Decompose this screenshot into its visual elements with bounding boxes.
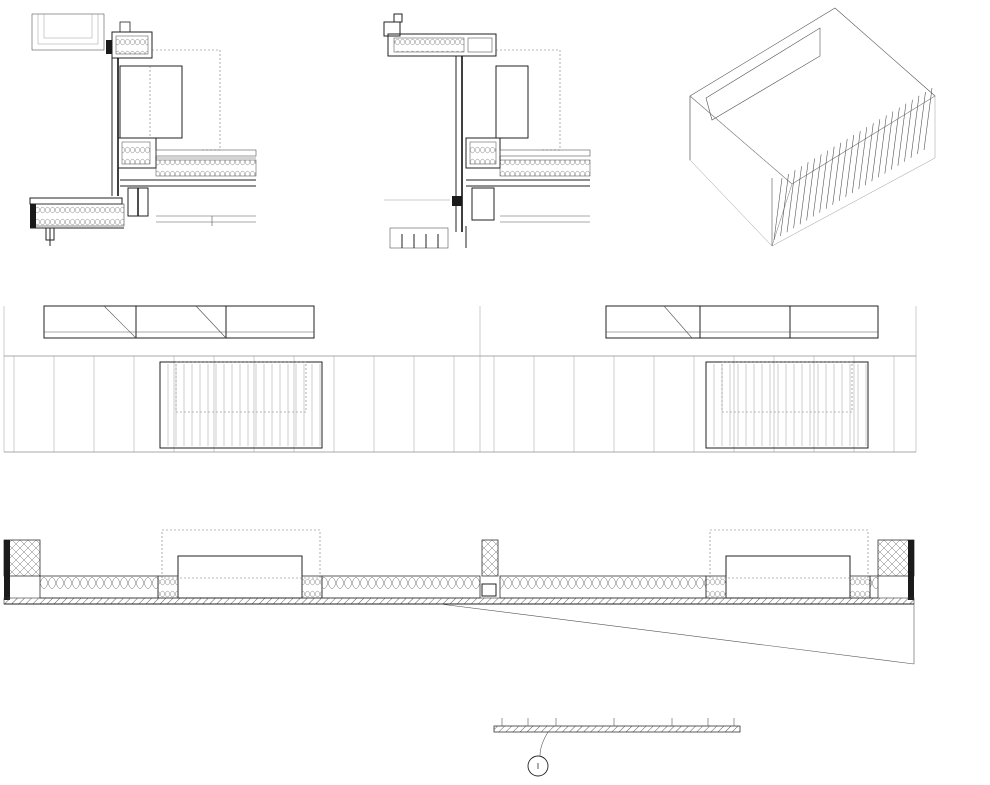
wall-panel-2: [321, 575, 481, 599]
axon-fin: [891, 107, 900, 170]
axon-fin: [923, 87, 933, 151]
facade-elevation: [3, 305, 917, 453]
axon-fin: [773, 177, 783, 241]
axon-fin: [786, 170, 796, 233]
window-box: [119, 65, 183, 139]
plan-section: [3, 529, 915, 665]
window-box-fins-left: [167, 364, 321, 446]
facade-cladding-lines: [3, 306, 917, 452]
section-detail-left: [29, 13, 257, 246]
cladding-profile-detail: I: [493, 718, 741, 777]
cladding-strip: [3, 597, 915, 605]
window-opening: [705, 27, 821, 121]
profile-fixings: [501, 718, 735, 726]
axon-fin: [819, 150, 828, 213]
axon-fin: [858, 127, 868, 190]
lower-window-frame: [389, 227, 449, 249]
facade-window-box-right: [705, 361, 869, 449]
axon-fin: [910, 95, 920, 158]
axon-fin: [799, 162, 809, 225]
head-beam-right: [387, 33, 497, 57]
axon-fin: [812, 154, 822, 217]
axon-fin: [845, 134, 855, 197]
axon-fin: [878, 115, 887, 178]
axonometric-view: [689, 7, 936, 247]
axon-fin: [780, 174, 789, 237]
callout-symbol: I: [537, 762, 539, 771]
balcony-floor: [29, 197, 123, 205]
axon-fin: [917, 91, 926, 154]
axon-fin: [851, 131, 861, 194]
axon-fin: [865, 123, 874, 186]
facade-window-box-left: [159, 361, 323, 449]
axon-fin: [825, 146, 835, 209]
section-detail-right: [383, 13, 591, 249]
axon-fin: [832, 142, 841, 205]
callout-marker: I: [527, 755, 549, 777]
upper-window-frame: [31, 13, 105, 51]
wall-panel-3: [499, 575, 707, 599]
axon-fin: [806, 158, 815, 221]
axon-fin: [793, 166, 802, 229]
axon-fin: [838, 138, 848, 201]
axon-fin: [871, 119, 881, 182]
axonometric-fins: [773, 87, 933, 241]
axon-fin: [904, 99, 913, 162]
wall-panel-4: [869, 575, 879, 599]
window-box-fins-right: [713, 364, 867, 446]
axon-fin: [884, 111, 894, 174]
axon-fin: [897, 103, 907, 166]
wall-panel-1: [39, 575, 159, 599]
